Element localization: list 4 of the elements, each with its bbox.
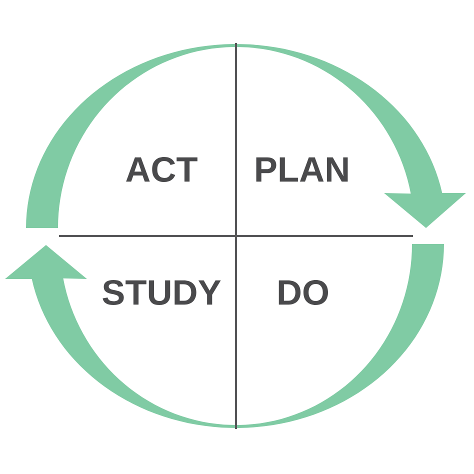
stage-label: ACT [126, 157, 198, 182]
stage-label: PLAN [256, 157, 348, 182]
stage-label: STUDY [102, 280, 221, 306]
stage-label: DO [278, 280, 328, 306]
